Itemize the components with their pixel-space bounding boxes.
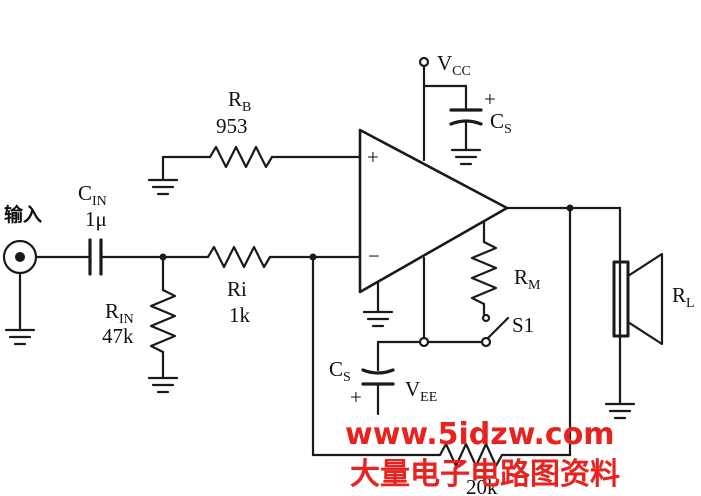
inverting-sign: −	[368, 244, 380, 268]
rm-label: RM	[514, 265, 541, 293]
watermark-url: www.5idzw.com	[345, 417, 615, 452]
vee-supply	[361, 256, 492, 416]
rl-label: RL	[672, 283, 695, 311]
cs-bottom-label: CS	[329, 357, 351, 385]
rb-label: RB	[228, 87, 251, 115]
vcc-label: VCC	[437, 51, 471, 79]
resistor-rin	[147, 255, 179, 394]
resistor-rm	[470, 220, 498, 323]
capacitor-cin	[88, 238, 103, 276]
cs-bottom-plus: +	[350, 385, 362, 409]
rb-value: 953	[216, 114, 248, 138]
cs-top-label: CS	[490, 109, 512, 137]
ri-label: Ri	[227, 277, 247, 301]
cin-value: 1μ	[85, 207, 107, 231]
speaker-rl	[604, 206, 664, 420]
cin-label: CIN	[78, 181, 107, 209]
vcc-supply	[418, 56, 483, 166]
s1-label: S1	[512, 313, 534, 337]
resistor-ri	[206, 245, 362, 269]
opamp-ground	[362, 280, 394, 328]
ri-value: 1k	[229, 303, 251, 327]
feedback-loop	[311, 206, 572, 468]
rin-value: 47k	[102, 324, 134, 348]
vee-label: VEE	[405, 377, 437, 405]
watermark-site: 大量电子电路图资料	[350, 457, 620, 492]
non-inverting-sign: +	[367, 145, 379, 169]
resistor-rb	[147, 145, 362, 196]
rin-label: RIN	[105, 299, 134, 327]
switch-s1	[486, 316, 510, 340]
input-label: 输入	[4, 203, 42, 226]
op-amp	[358, 128, 509, 294]
cs-top-plus: +	[484, 87, 496, 111]
input-jack	[2, 239, 38, 346]
rf-value: 20k	[466, 475, 498, 496]
